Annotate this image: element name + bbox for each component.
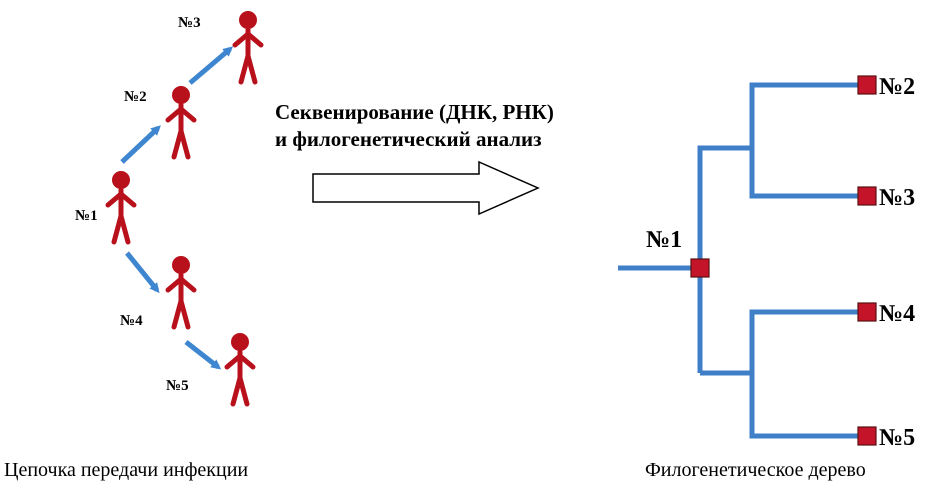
tree-root-node xyxy=(690,258,710,278)
process-step: Секвенирование (ДНК, РНК) и филогенетиче… xyxy=(275,100,554,216)
tree-leaf-label-4: №4 xyxy=(879,301,915,327)
tree-lower-clade-split xyxy=(749,309,866,439)
process-line-1: Секвенирование (ДНК, РНК) xyxy=(275,100,554,124)
arrow-2-to-3 xyxy=(188,46,234,85)
arrow-1-to-4 xyxy=(125,251,160,294)
transmission-caption: Цепочка передачи инфекции xyxy=(4,459,248,481)
tree-upper-clade xyxy=(749,82,866,199)
arrow-4-to-5 xyxy=(184,340,222,370)
tree-leaf-node-5 xyxy=(857,426,877,446)
phylogenetic-tree: №1 №2 №3 №4 №5 Филогенетическое дерево xyxy=(618,74,915,481)
tree-caption: Филогенетическое дерево xyxy=(645,459,866,481)
process-line-2: и филогенетический анализ xyxy=(275,127,542,151)
person-label-1: №1 xyxy=(75,208,98,224)
tree-leaf-label-2: №2 xyxy=(879,74,915,100)
person-label-2: №2 xyxy=(124,89,147,105)
tree-leaf-node-4 xyxy=(857,302,877,322)
person-4-figure xyxy=(165,256,197,330)
tree-leaf-label-5: №5 xyxy=(879,425,915,451)
tree-leaf-label-3: №3 xyxy=(879,185,915,211)
tree-main-branch xyxy=(697,145,752,373)
person-3-figure xyxy=(232,11,264,85)
person-label-4: №4 xyxy=(120,313,143,329)
tree-leaf-node-2 xyxy=(857,75,877,95)
person-5-figure xyxy=(224,333,256,407)
person-1-figure xyxy=(105,171,137,245)
tree-leaf-node-3 xyxy=(857,186,877,206)
tree-root-label: №1 xyxy=(646,227,682,253)
process-arrow-icon xyxy=(312,160,540,216)
arrow-1-to-2 xyxy=(120,125,161,164)
person-label-5: №5 xyxy=(166,378,189,394)
person-2-figure xyxy=(165,86,197,160)
transmission-chain: №3 №2 №1 №4 №5 Цепочка передачи инфекции xyxy=(4,11,264,481)
person-label-3: №3 xyxy=(178,15,201,31)
